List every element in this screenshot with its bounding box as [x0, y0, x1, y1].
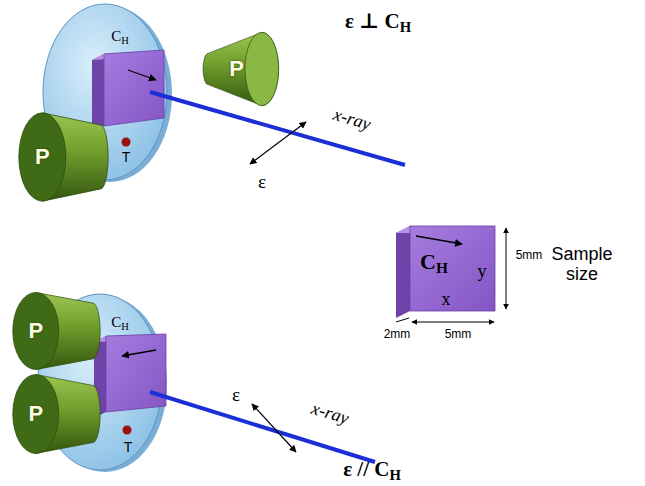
sample-face [104, 50, 164, 126]
thermocouple-dot [122, 138, 131, 147]
actuator-label: P [28, 403, 43, 425]
piezo-cylinder [10, 372, 102, 456]
dimension-label: x [442, 290, 451, 310]
caption-label: Sample size [547, 245, 617, 285]
dimension-arrow [412, 322, 494, 323]
axis-label: CH [111, 28, 129, 45]
piezo-cylinder [16, 110, 110, 204]
axis-label: CH [111, 314, 129, 331]
piezo-actuator: P [10, 372, 102, 456]
polarization-arrow [252, 404, 296, 452]
polarization-label: ε [232, 385, 240, 406]
condition-title: ε ⊥ CH [345, 10, 411, 33]
piezo-actuator: P [10, 290, 102, 372]
thermocouple-label: T [124, 440, 133, 455]
xray-beam [150, 92, 405, 165]
piezo-cylinder [10, 290, 102, 372]
actuator-label: P [28, 320, 43, 342]
dimension-label: 2mm [384, 328, 411, 341]
thermocouple-dot [123, 426, 132, 435]
dimension-arrow [506, 228, 507, 309]
actuator-label: P [229, 58, 244, 80]
piezo-actuator: P [16, 110, 110, 204]
dimension-label: y [478, 262, 487, 282]
ch-axis-arrow [416, 236, 462, 244]
dimension-label: 5mm [445, 328, 472, 341]
sample-face [410, 226, 495, 311]
thermocouple-label: T [122, 150, 131, 165]
sample-side [92, 54, 104, 132]
beam-label: x-ray [309, 399, 351, 429]
piezo-actuator: P [198, 30, 282, 108]
ch-axis-arrow [122, 350, 156, 356]
beam-label: x-ray [331, 105, 373, 135]
sample-face [106, 334, 166, 412]
sample-side [396, 226, 410, 318]
polarization-arrow [250, 122, 306, 164]
polarization-label: ε [258, 172, 266, 193]
dimension-arrow [396, 318, 409, 322]
xray-beam [150, 392, 375, 462]
condition-title: ε // CH [343, 458, 401, 481]
actuator-label: P [35, 146, 50, 168]
dimension-label: 5mm [516, 249, 543, 262]
axis-label: CH [420, 250, 448, 274]
ch-axis-arrow [128, 70, 156, 80]
